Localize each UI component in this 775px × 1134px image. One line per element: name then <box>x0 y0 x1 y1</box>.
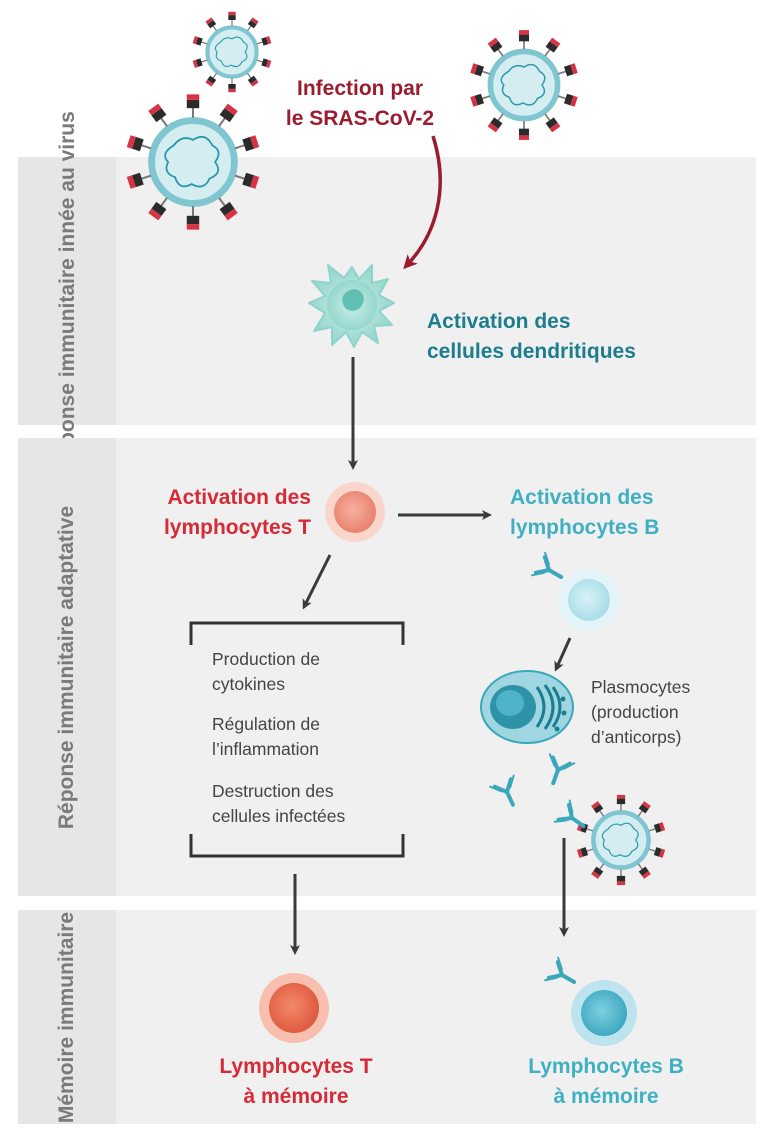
dendritic-activation-label: Activation des cellules dendritiques <box>427 310 636 363</box>
t-memory-label: Lymphocytes T à mémoire <box>219 1055 373 1108</box>
memory-tab <box>18 910 116 1124</box>
b-memory-label: Lymphocytes B à mémoire <box>528 1055 684 1108</box>
plasmocyte-icon <box>480 670 574 744</box>
b-activation-label: Activation des lymphocytes B <box>510 486 660 539</box>
t-function-item: Destruction des cellules infectées <box>212 781 346 826</box>
b-cell-icon <box>558 569 620 631</box>
t-cell-icon <box>325 482 385 542</box>
virus-icon <box>470 30 578 140</box>
t-functions-bracket-top <box>189 621 405 645</box>
infection-label: Infection par le SRAS-CoV-2 <box>285 77 435 130</box>
antibody-icon <box>543 955 583 996</box>
t-functions-bracket-bottom <box>189 834 405 858</box>
innate-response-tab <box>18 157 116 425</box>
antibody-icon <box>530 550 570 591</box>
plasmocytes-label: Plasmocytes (production d’anticorps) <box>591 677 691 747</box>
virus-icon <box>127 94 259 229</box>
antibody-icon <box>538 752 577 790</box>
adaptive-response-tab <box>18 438 116 896</box>
memory-t-cell-icon <box>259 973 329 1043</box>
dendritic-cell-icon <box>308 264 395 348</box>
t-function-item: Régulation de l’inflammation <box>212 714 320 759</box>
infection-arrow <box>403 135 442 270</box>
memory-b-cell-icon <box>571 980 637 1046</box>
antibody-icon <box>488 773 527 813</box>
arrow-t-to-functions <box>302 554 332 610</box>
t-function-item: Production de cytokines <box>212 649 320 694</box>
virus-icon <box>577 795 665 885</box>
t-activation-label: Activation des lymphocytes T <box>163 486 311 539</box>
innate-response-band: Réponse immunitaire innée au virus <box>18 111 756 471</box>
arrow-b-to-plasmocyte <box>554 637 572 672</box>
